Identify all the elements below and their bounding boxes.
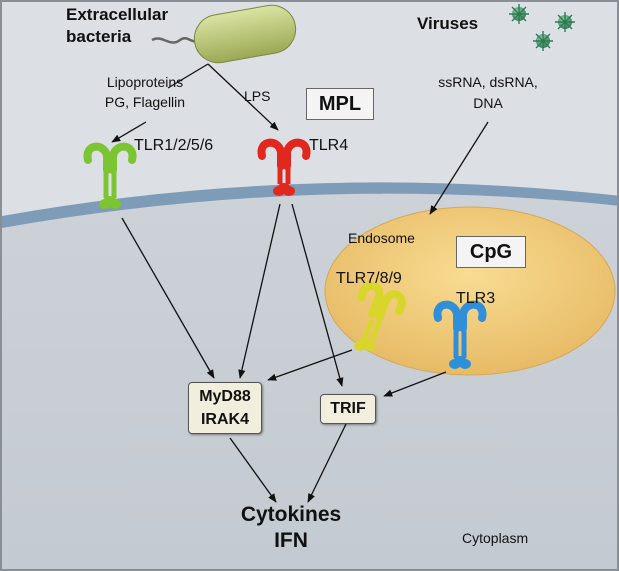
cpg-box: CpG (456, 236, 526, 268)
arrow-viral-to-endosome (429, 121, 489, 215)
tlr1256-label: TLR1/2/5/6 (134, 137, 214, 154)
viral-ligands-label: ssRNA, dsRNA, DNA (438, 74, 538, 111)
arrow-ligands-to-tlr1256 (111, 121, 147, 143)
trif-box: TRIF (320, 394, 376, 424)
tlr4-receptor-icon (257, 138, 311, 196)
tlr3-label: TLR3 (456, 290, 496, 307)
tlr1256-receptor-icon (83, 142, 137, 209)
endosome (324, 206, 616, 376)
virus-icon (509, 4, 575, 51)
myd88-irak4-box: MyD88 IRAK4 (188, 382, 262, 434)
plasma-membrane (2, 182, 617, 228)
tlr3-receptor-icon (433, 300, 487, 369)
endosome-label: Endosome (348, 230, 415, 246)
arrow-tlr1256-to-myd88 (121, 217, 215, 379)
tlr789-receptor-icon (354, 282, 406, 351)
cytoplasm-label: Cytoplasm (462, 530, 529, 546)
output-label: Cytokines IFN (240, 503, 342, 552)
arrow-tlr3-to-trif (383, 371, 447, 397)
arrow-tlr4-to-trif (291, 203, 344, 387)
arrow-myd88-to-output (229, 437, 277, 503)
bacteria-label: Extracellular bacteria (66, 5, 169, 46)
bacterial-ligands-label: Lipoproteins PG, Flagellin (104, 74, 186, 110)
arrow-trif-to-output (307, 423, 347, 503)
arrow-tlr789-to-myd88 (267, 349, 353, 381)
bacterium-icon (151, 4, 297, 64)
lps-label: LPS (244, 88, 271, 104)
mpl-box: MPL (306, 88, 374, 120)
arrow-lps-to-tlr4 (207, 63, 279, 131)
viruses-label: Viruses (417, 14, 479, 33)
arrow-bacteria-branch (167, 63, 209, 89)
tlr789-label: TLR7/8/9 (336, 270, 402, 287)
arrow-tlr4-to-myd88 (238, 203, 281, 379)
tlr4-label: TLR4 (309, 137, 349, 154)
